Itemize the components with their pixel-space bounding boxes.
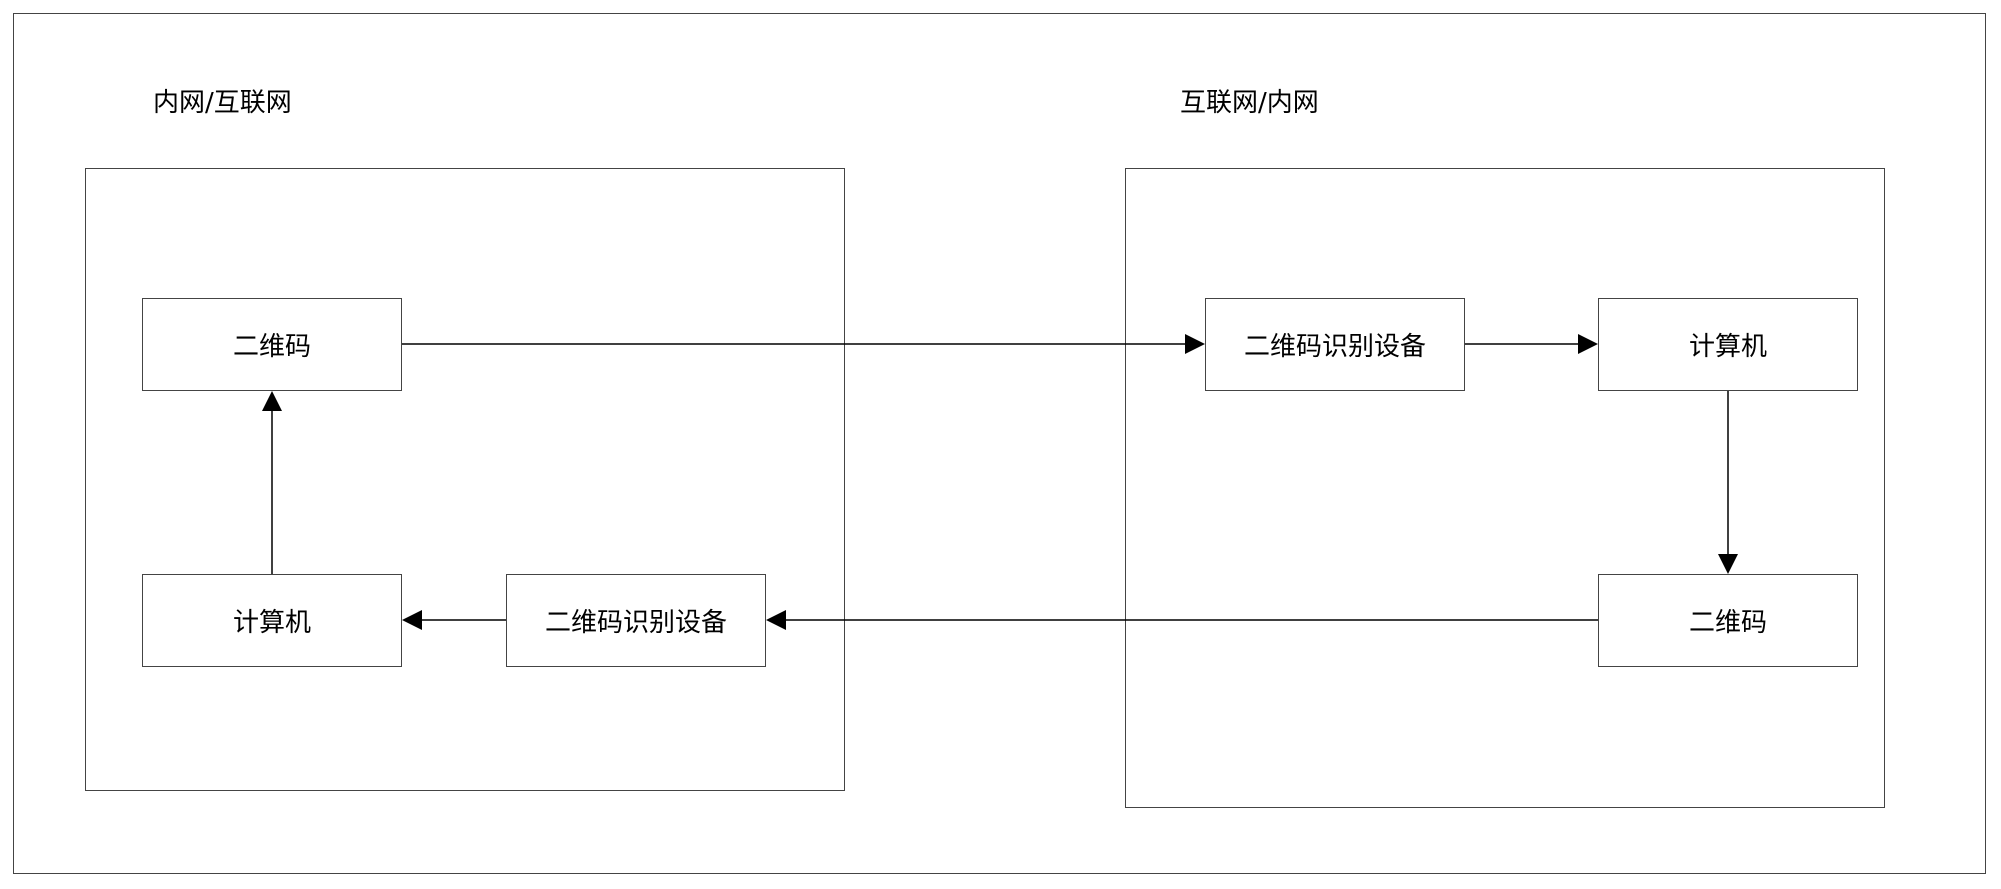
- left-qr-code-node: 二维码: [142, 298, 402, 391]
- right-computer-node: 计算机: [1598, 298, 1858, 391]
- left-network-box: [85, 168, 845, 791]
- right-network-label: 互联网/内网: [1180, 88, 1319, 118]
- right-qr-reader-node: 二维码识别设备: [1205, 298, 1465, 391]
- left-computer-node: 计算机: [142, 574, 402, 667]
- diagram-frame: [13, 13, 1986, 874]
- left-qr-reader-node: 二维码识别设备: [506, 574, 766, 667]
- left-network-label: 内网/互联网: [153, 88, 292, 118]
- right-qr-code-node: 二维码: [1598, 574, 1858, 667]
- right-network-box: [1125, 168, 1885, 808]
